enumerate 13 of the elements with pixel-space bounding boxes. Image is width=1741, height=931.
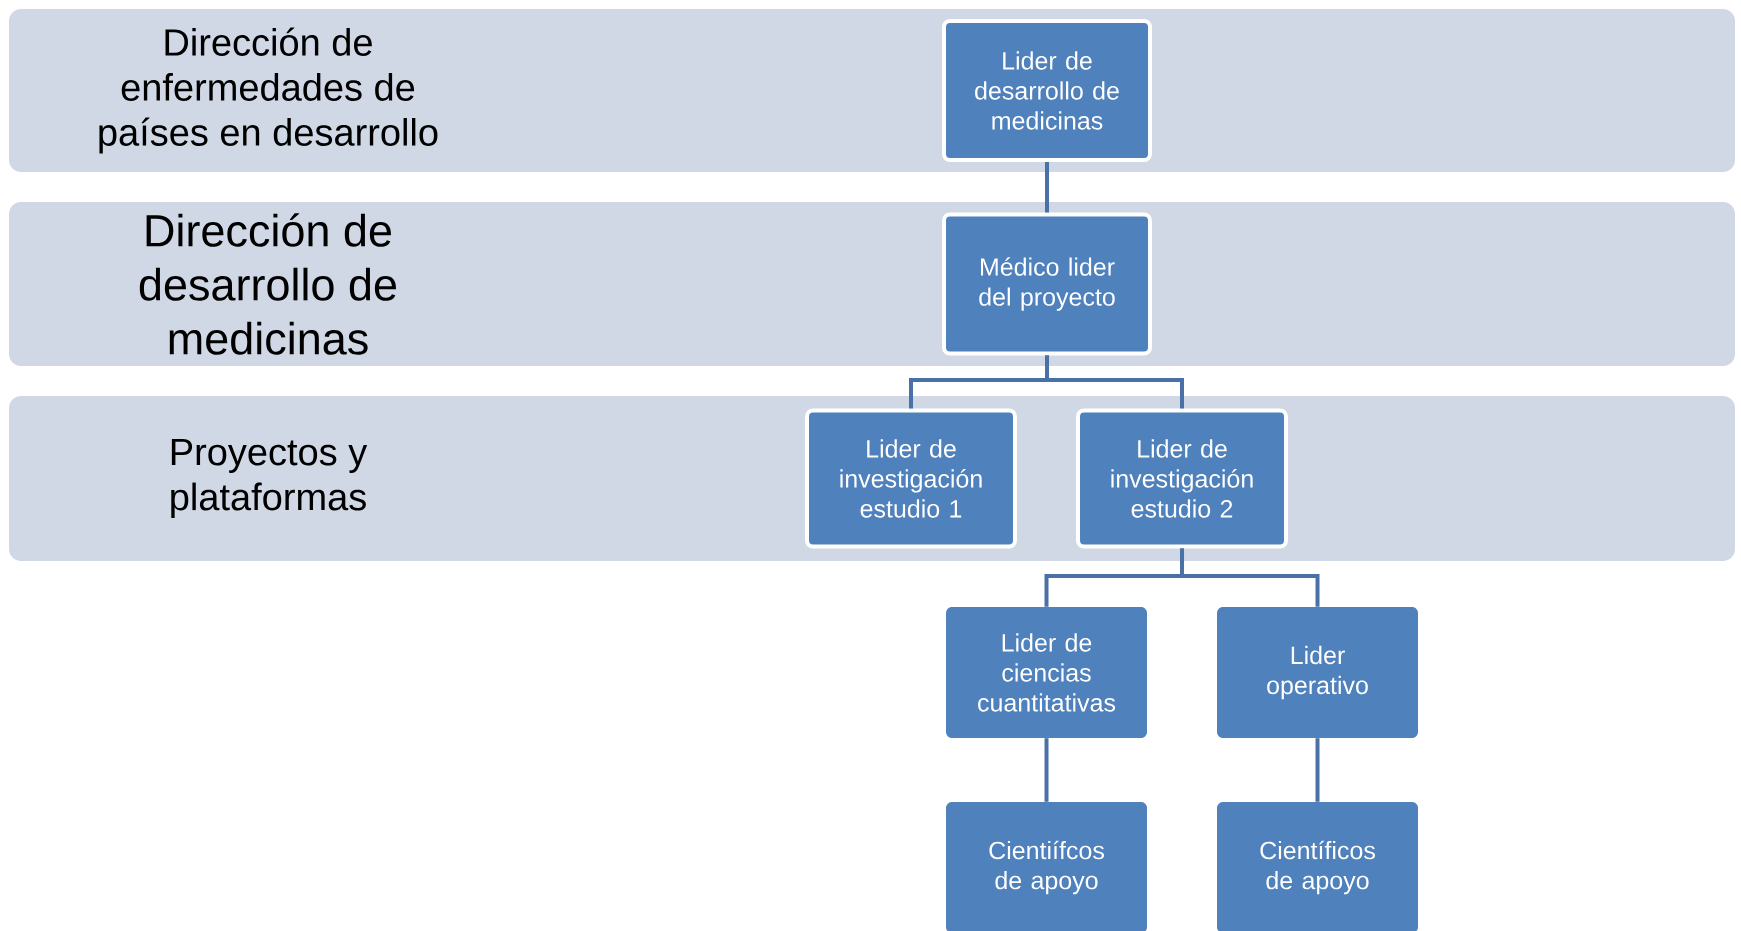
- org-box: Lider de investigación estudio 1: [805, 408, 1017, 549]
- org-box: Lider de investigación estudio 2: [1076, 408, 1288, 549]
- connector-line: [1045, 355, 1184, 409]
- connector-line: [1315, 738, 1320, 802]
- connector-line: [1045, 162, 1049, 213]
- org-box: Lider de ciencias cuantitativas: [946, 607, 1147, 738]
- org-box: Lider de desarrollo de medicinas: [942, 19, 1152, 162]
- org-box: Cientiífcos de apoyo: [946, 802, 1147, 931]
- org-box: Médico lider del proyecto: [942, 212, 1152, 356]
- org-box: Científicos de apoyo: [1217, 802, 1418, 931]
- org-box: Lider operativo: [1217, 607, 1418, 738]
- connector-line: [1180, 548, 1320, 607]
- connector-line: [1044, 738, 1049, 802]
